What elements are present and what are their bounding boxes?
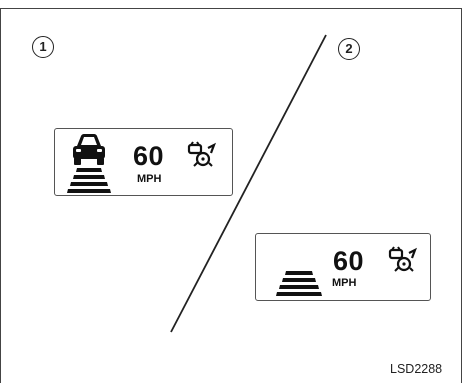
figure-code: LSD2288 — [390, 362, 443, 376]
lane-markers-icon — [67, 168, 111, 193]
speed-unit: MPH — [332, 277, 357, 289]
steering-assist-icon — [388, 246, 418, 272]
divider-line — [170, 34, 327, 333]
steering-assist-icon — [187, 141, 217, 167]
callout-2: 2 — [338, 38, 360, 60]
lane-markers-icon — [276, 271, 322, 296]
callout-1: 1 — [32, 36, 54, 58]
speed-value: 60 — [333, 246, 365, 276]
speed-unit: MPH — [137, 173, 162, 185]
display-panel-2: 60 MPH — [255, 233, 431, 301]
vehicle-ahead-icon — [73, 134, 105, 165]
speed-value: 60 — [133, 141, 165, 171]
display-panel-1: 60 MPH — [54, 128, 233, 196]
